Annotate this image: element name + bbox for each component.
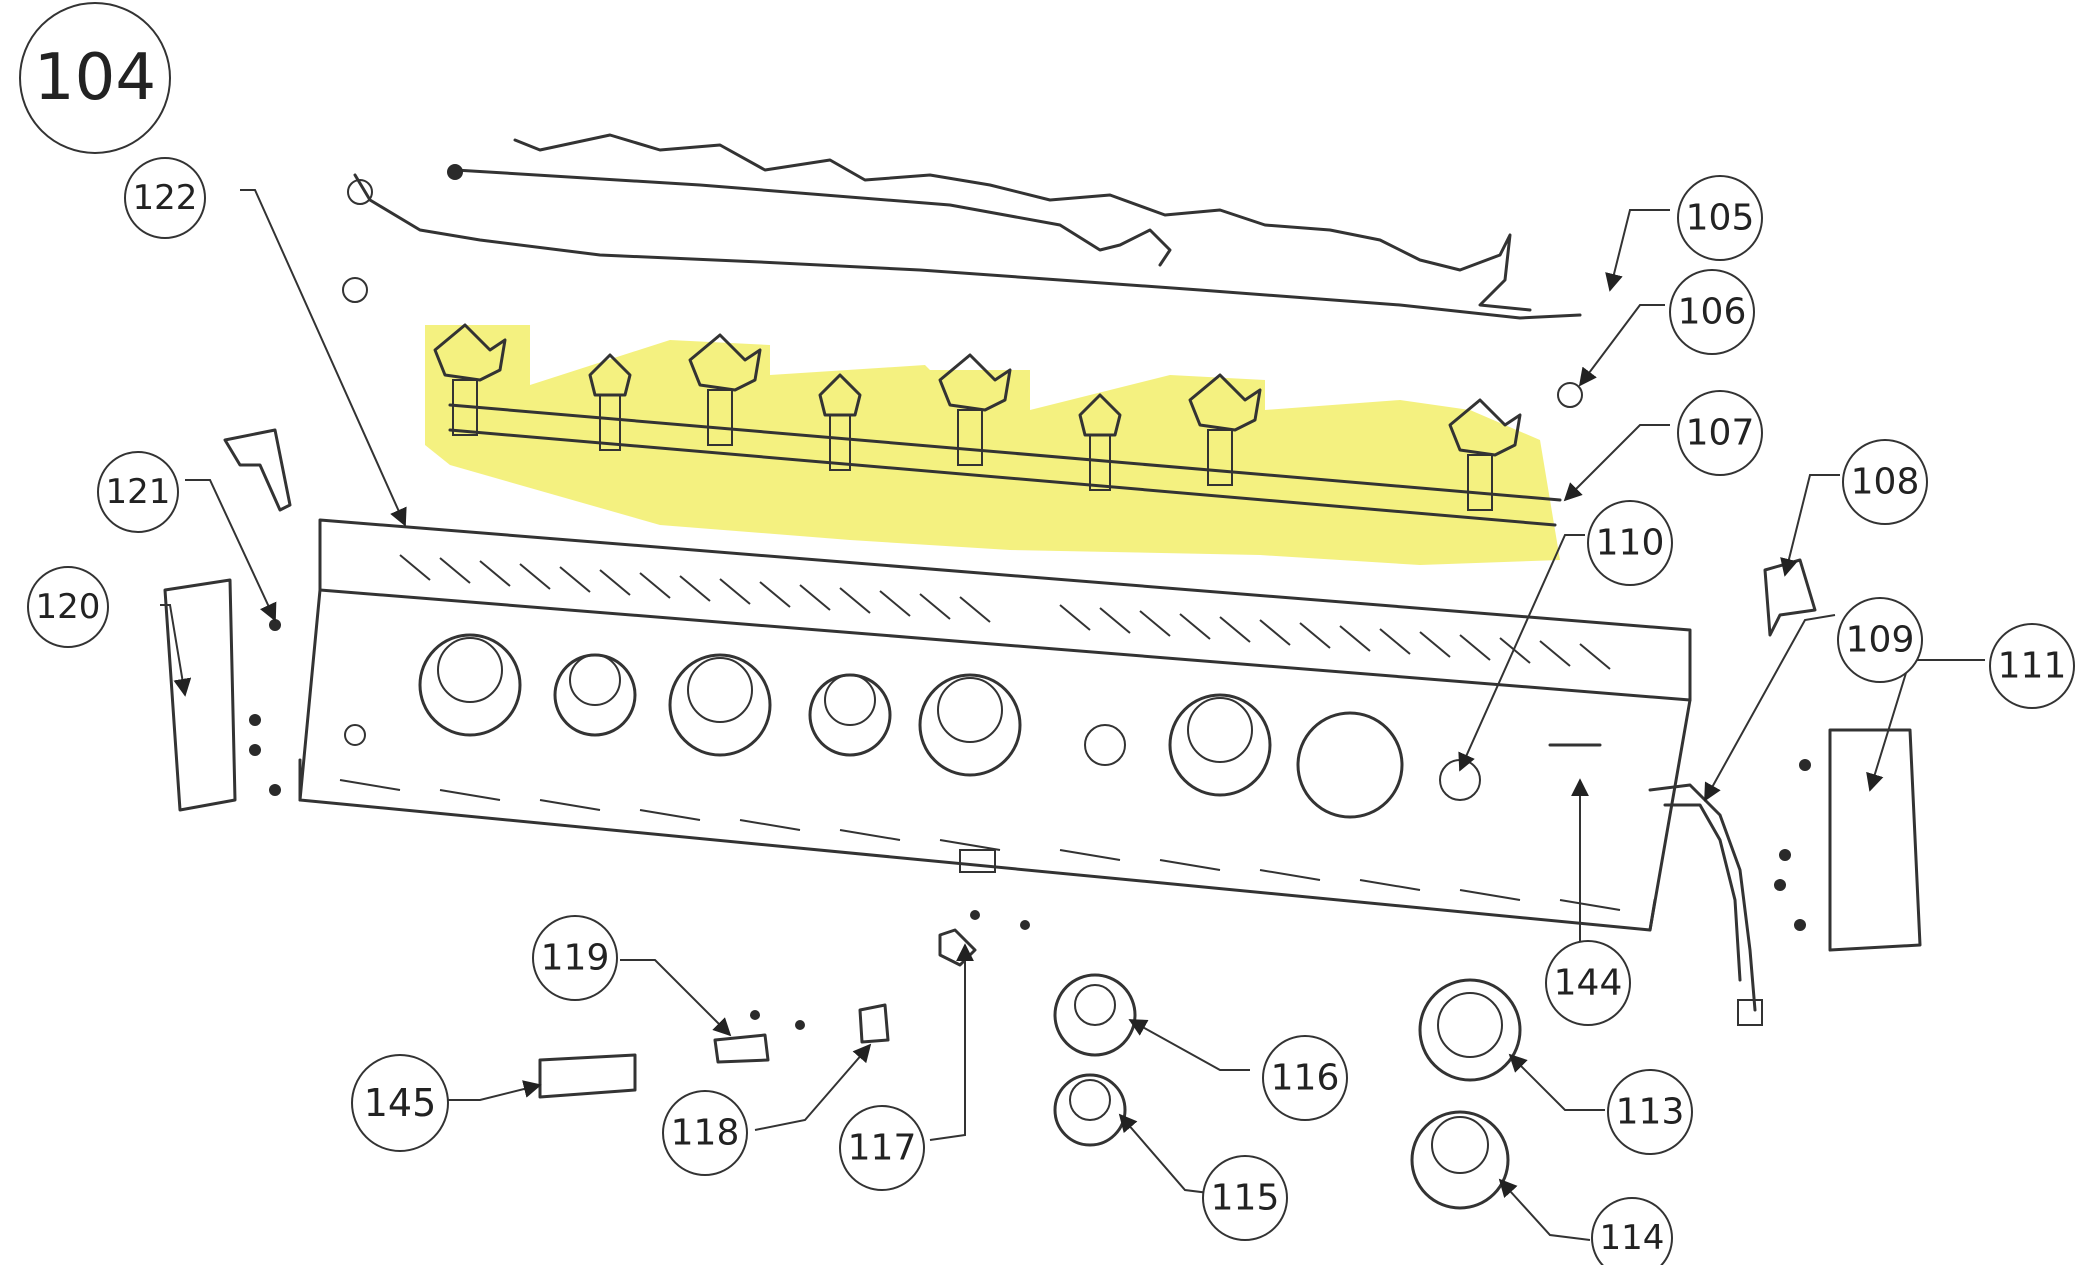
svg-text:106: 106 <box>1678 292 1747 333</box>
callout-109: 109 <box>1837 597 1923 683</box>
tube-fitting-left <box>347 179 373 205</box>
callout-144: 144 <box>1545 940 1631 1026</box>
svg-text:117: 117 <box>848 1128 917 1169</box>
gas-hose <box>1648 783 1757 1012</box>
svg-text:119: 119 <box>541 938 610 979</box>
svg-text:121: 121 <box>106 472 171 512</box>
manifold-highlight <box>425 325 1560 565</box>
knob-114 <box>1410 1110 1510 1210</box>
part-118 <box>858 1003 890 1044</box>
callout-122: 122 <box>124 157 206 239</box>
title-callout: 104 <box>19 2 171 154</box>
gas-tube <box>353 173 1582 320</box>
knob-115 <box>1053 1073 1127 1147</box>
callout-106: 106 <box>1669 269 1755 355</box>
bezel-113 <box>1418 978 1522 1082</box>
knob-116 <box>1053 973 1137 1057</box>
svg-text:109: 109 <box>1846 620 1915 661</box>
tube-fitting-top <box>447 164 463 180</box>
svg-text:110: 110 <box>1596 523 1665 564</box>
gas-tube-upper <box>453 168 1172 267</box>
svg-text:113: 113 <box>1616 1092 1685 1133</box>
svg-text:105: 105 <box>1686 198 1755 239</box>
svg-text:108: 108 <box>1851 462 1920 503</box>
bracket-108 <box>1763 558 1817 637</box>
callout-116: 116 <box>1262 1035 1348 1121</box>
callout-111: 111 <box>1989 623 2075 709</box>
callout-107: 107 <box>1677 390 1763 476</box>
callout-119: 119 <box>532 915 618 1001</box>
switch-119 <box>713 1033 770 1064</box>
svg-text:116: 116 <box>1271 1058 1340 1099</box>
screws <box>249 619 1811 1030</box>
callouts: 122 105 106 107 108 109 110 111 121 120 … <box>27 157 2075 1265</box>
callout-120: 120 <box>27 566 109 648</box>
part-117 <box>938 928 977 967</box>
callout-115: 115 <box>1202 1155 1288 1241</box>
callout-145: 145 <box>351 1054 449 1152</box>
callout-121: 121 <box>97 451 179 533</box>
control-panel <box>298 518 1692 932</box>
callout-117: 117 <box>839 1105 925 1191</box>
igniter-left <box>342 277 368 303</box>
callout-110: 110 <box>1587 500 1673 586</box>
svg-text:118: 118 <box>671 1113 740 1154</box>
svg-text:122: 122 <box>133 178 198 218</box>
side-panel-left <box>163 578 237 812</box>
callout-113: 113 <box>1607 1069 1693 1155</box>
callout-118: 118 <box>662 1090 748 1176</box>
svg-text:111: 111 <box>1998 646 2067 687</box>
svg-text:107: 107 <box>1686 413 1755 454</box>
side-panel-right <box>1828 728 1922 952</box>
title-label: 104 <box>34 41 156 115</box>
svg-text:115: 115 <box>1211 1178 1280 1219</box>
label-145 <box>538 1053 637 1099</box>
callout-105: 105 <box>1677 175 1763 261</box>
valves <box>433 323 1522 511</box>
svg-text:144: 144 <box>1554 963 1623 1004</box>
electrode-106 <box>1557 382 1583 408</box>
svg-text:120: 120 <box>36 587 101 627</box>
callout-114: 114 <box>1591 1197 1673 1265</box>
manifold-pipe <box>448 403 1562 502</box>
svg-text:114: 114 <box>1600 1218 1665 1258</box>
wire-harness <box>513 133 1532 312</box>
svg-text:145: 145 <box>364 1081 437 1125</box>
callout-108: 108 <box>1842 439 1928 525</box>
bracket-121 <box>223 428 292 512</box>
manifold-pipe-lower <box>448 428 1557 527</box>
